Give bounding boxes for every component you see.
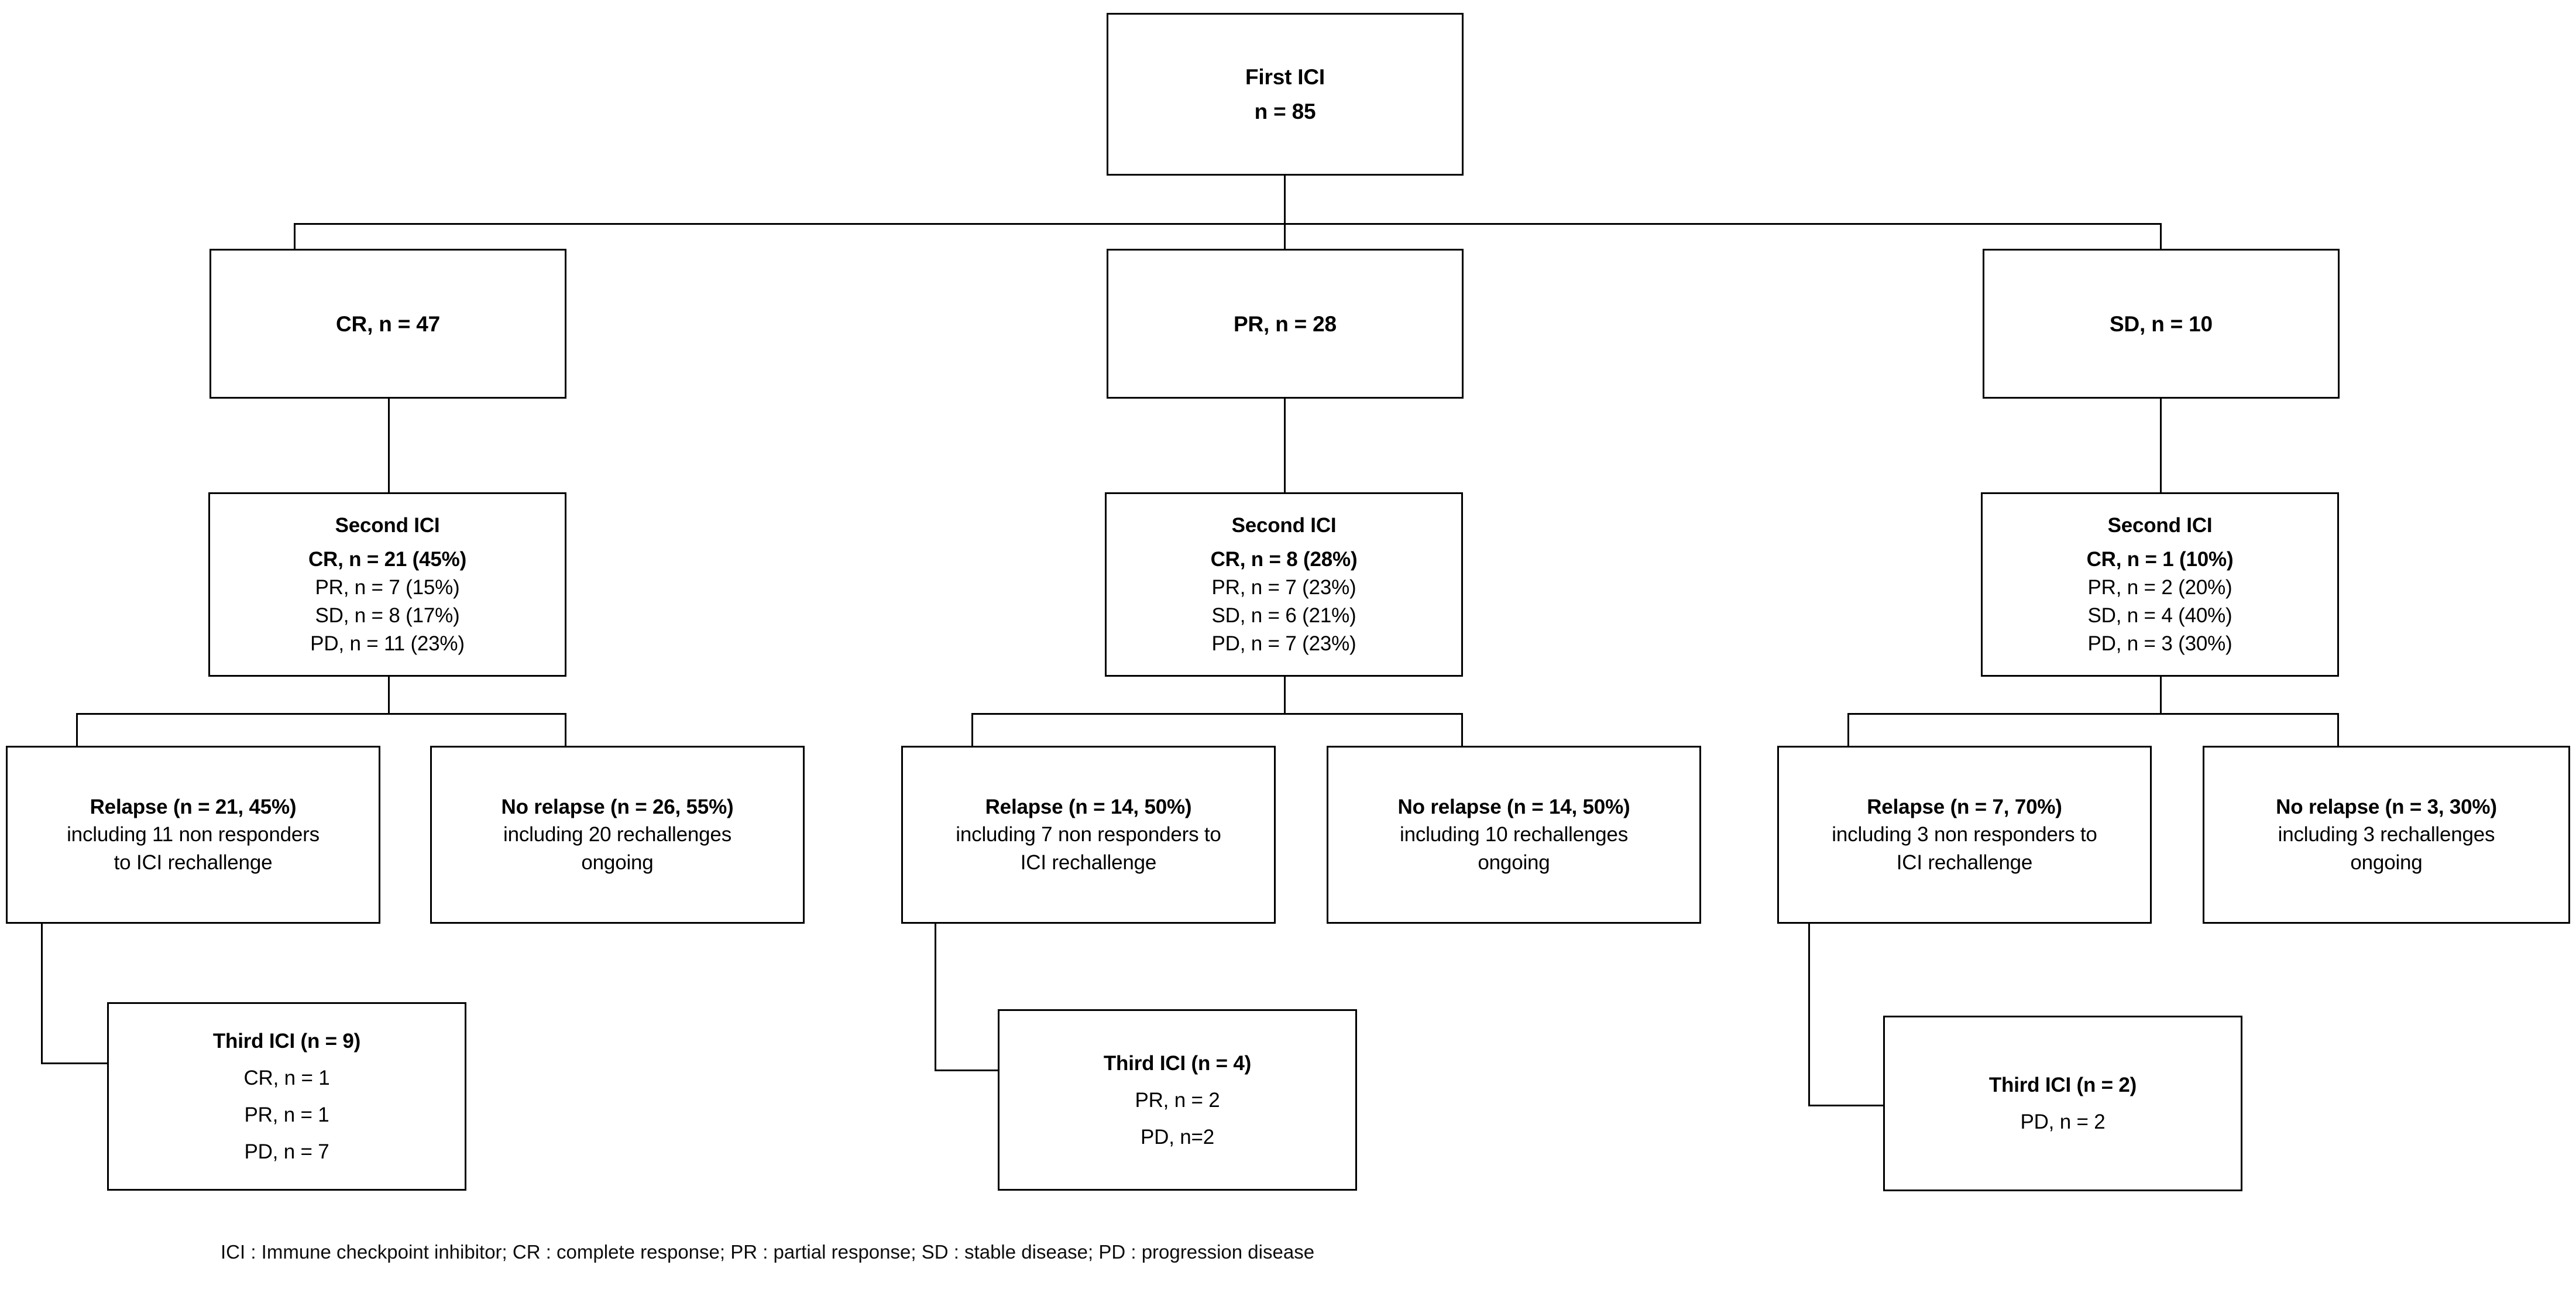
no-relapse-pr-header: No relapse (n = 14, 50%) xyxy=(1397,796,1630,819)
no-relapse-sd-detail-2: ongoing xyxy=(2350,851,2423,874)
third-ici-cr-header: Third ICI (n = 9) xyxy=(212,1030,361,1053)
no-relapse-pr-detail-2: ongoing xyxy=(1478,851,1550,874)
connector-second-cr-bus xyxy=(76,713,566,715)
connector-second-cr-right-drop xyxy=(565,713,566,747)
connector-second-cr-left-drop xyxy=(76,713,78,747)
connector-second-sd-right-drop xyxy=(2337,713,2339,747)
no-relapse-sd-header: No relapse (n = 3, 30%) xyxy=(2276,796,2497,819)
relapse-pr-detail-1: including 7 non responders to xyxy=(956,823,1221,846)
connector-second-sd-stem xyxy=(2160,677,2162,714)
third-ici-cr-line-3: PD, n = 7 xyxy=(244,1140,329,1163)
box-third-ici-cr: Third ICI (n = 9) CR, n = 1 PR, n = 1 PD… xyxy=(107,1002,466,1191)
second-ici-sd-header: Second ICI xyxy=(2107,513,2213,537)
no-relapse-cr-detail-2: ongoing xyxy=(581,851,654,874)
connector-sd-to-second xyxy=(2160,399,2162,493)
box-third-ici-pr: Third ICI (n = 4) PR, n = 2 PD, n=2 xyxy=(998,1009,1357,1191)
relapse-cr-header: Relapse (n = 21, 45%) xyxy=(90,796,297,819)
second-ici-pr-pd: PD, n = 7 (23%) xyxy=(1211,632,1356,656)
box-second-ici-sd: Second ICI CR, n = 1 (10%) PR, n = 2 (20… xyxy=(1981,492,2339,677)
connector-drop-sd xyxy=(2160,223,2162,262)
second-ici-pr-sd: SD, n = 6 (21%) xyxy=(1211,604,1356,628)
box-relapse-pr: Relapse (n = 14, 50%) including 7 non re… xyxy=(901,746,1276,924)
third-ici-cr-line-1: CR, n = 1 xyxy=(243,1067,330,1089)
third-ici-pr-header: Third ICI (n = 4) xyxy=(1103,1051,1252,1075)
second-ici-cr-pd: PD, n = 11 (23%) xyxy=(310,632,465,656)
box-response-sd: SD, n = 10 xyxy=(1983,249,2340,399)
third-ici-sd-header: Third ICI (n = 2) xyxy=(1988,1074,2137,1096)
connector-second-cr-stem xyxy=(388,677,390,714)
connector-drop-pr xyxy=(1284,223,1286,262)
relapse-cr-detail-1: including 11 non responders xyxy=(67,823,320,846)
no-relapse-pr-detail-1: including 10 rechallenges xyxy=(1400,823,1628,846)
box-third-ici-sd: Third ICI (n = 2) PD, n = 2 xyxy=(1883,1016,2242,1191)
connector-second-pr-left-drop xyxy=(971,713,973,747)
connector-relapse-cr-elbow xyxy=(41,1062,108,1064)
first-ici-count: n = 85 xyxy=(1254,100,1316,124)
second-ici-cr-pr: PR, n = 7 (15%) xyxy=(315,576,460,599)
connector-second-pr-stem xyxy=(1284,677,1286,714)
connector-second-pr-right-drop xyxy=(1461,713,1463,747)
second-ici-sd-cr: CR, n = 1 (10%) xyxy=(2086,548,2234,571)
connector-cr-to-second xyxy=(388,399,390,493)
second-ici-pr-header: Second ICI xyxy=(1231,513,1337,537)
second-ici-cr-cr: CR, n = 21 (45%) xyxy=(308,548,467,571)
box-first-ici: First ICI n = 85 xyxy=(1107,13,1464,176)
second-ici-cr-header: Second ICI xyxy=(335,513,440,537)
connector-second-sd-left-drop xyxy=(1847,713,1849,747)
connector-second-sd-bus xyxy=(1847,713,2339,715)
connector-relapse-sd-drop xyxy=(1808,924,1810,1106)
relapse-sd-detail-2: ICI rechallenge xyxy=(1896,851,2033,874)
second-ici-cr-sd: SD, n = 8 (17%) xyxy=(315,604,460,628)
response-cr-label: CR, n = 47 xyxy=(336,311,440,336)
box-no-relapse-pr: No relapse (n = 14, 50%) including 10 re… xyxy=(1327,746,1701,924)
connector-relapse-pr-elbow xyxy=(935,1070,999,1071)
no-relapse-cr-detail-1: including 20 rechallenges xyxy=(503,823,731,846)
box-no-relapse-cr: No relapse (n = 26, 55%) including 20 re… xyxy=(430,746,805,924)
response-pr-label: PR, n = 28 xyxy=(1234,311,1337,336)
connector-relapse-cr-drop xyxy=(41,924,43,1064)
relapse-sd-header: Relapse (n = 7, 70%) xyxy=(1867,796,2062,819)
box-relapse-sd: Relapse (n = 7, 70%) including 3 non res… xyxy=(1777,746,2152,924)
relapse-pr-header: Relapse (n = 14, 50%) xyxy=(985,796,1192,819)
response-sd-label: SD, n = 10 xyxy=(2110,311,2213,336)
connector-drop-cr xyxy=(294,223,296,262)
box-response-cr: CR, n = 47 xyxy=(209,249,566,399)
third-ici-pr-line-1: PR, n = 2 xyxy=(1135,1088,1220,1112)
box-relapse-cr: Relapse (n = 21, 45%) including 11 non r… xyxy=(6,746,380,924)
connector-pr-to-second xyxy=(1284,399,1286,493)
connector-root-stem xyxy=(1284,176,1286,224)
third-ici-pr-line-2: PD, n=2 xyxy=(1140,1125,1215,1149)
relapse-sd-detail-1: including 3 non responders to xyxy=(1832,823,2097,846)
second-ici-sd-sd: SD, n = 4 (40%) xyxy=(2087,604,2232,628)
connector-relapse-sd-elbow xyxy=(1808,1105,1884,1106)
box-response-pr: PR, n = 28 xyxy=(1107,249,1464,399)
third-ici-sd-line-1: PD, n = 2 xyxy=(2020,1110,2106,1133)
second-ici-sd-pr: PR, n = 2 (20%) xyxy=(2087,576,2232,599)
legend-footnote: ICI : Immune checkpoint inhibitor; CR : … xyxy=(221,1241,1315,1263)
relapse-pr-detail-2: ICI rechallenge xyxy=(1020,851,1157,874)
relapse-cr-detail-2: to ICI rechallenge xyxy=(114,851,273,874)
connector-relapse-pr-drop xyxy=(935,924,936,1071)
second-ici-pr-pr: PR, n = 7 (23%) xyxy=(1211,576,1356,599)
connector-second-pr-bus xyxy=(971,713,1463,715)
second-ici-pr-cr: CR, n = 8 (28%) xyxy=(1210,548,1358,571)
third-ici-cr-line-2: PR, n = 1 xyxy=(244,1103,329,1126)
no-relapse-sd-detail-1: including 3 rechallenges xyxy=(2278,823,2495,846)
first-ici-label: First ICI xyxy=(1245,65,1325,89)
box-second-ici-cr: Second ICI CR, n = 21 (45%) PR, n = 7 (1… xyxy=(208,492,566,677)
box-second-ici-pr: Second ICI CR, n = 8 (28%) PR, n = 7 (23… xyxy=(1105,492,1463,677)
second-ici-sd-pd: PD, n = 3 (30%) xyxy=(2087,632,2232,656)
box-no-relapse-sd: No relapse (n = 3, 30%) including 3 rech… xyxy=(2203,746,2570,924)
no-relapse-cr-header: No relapse (n = 26, 55%) xyxy=(501,796,734,819)
connector-level1-bus xyxy=(294,223,2162,225)
